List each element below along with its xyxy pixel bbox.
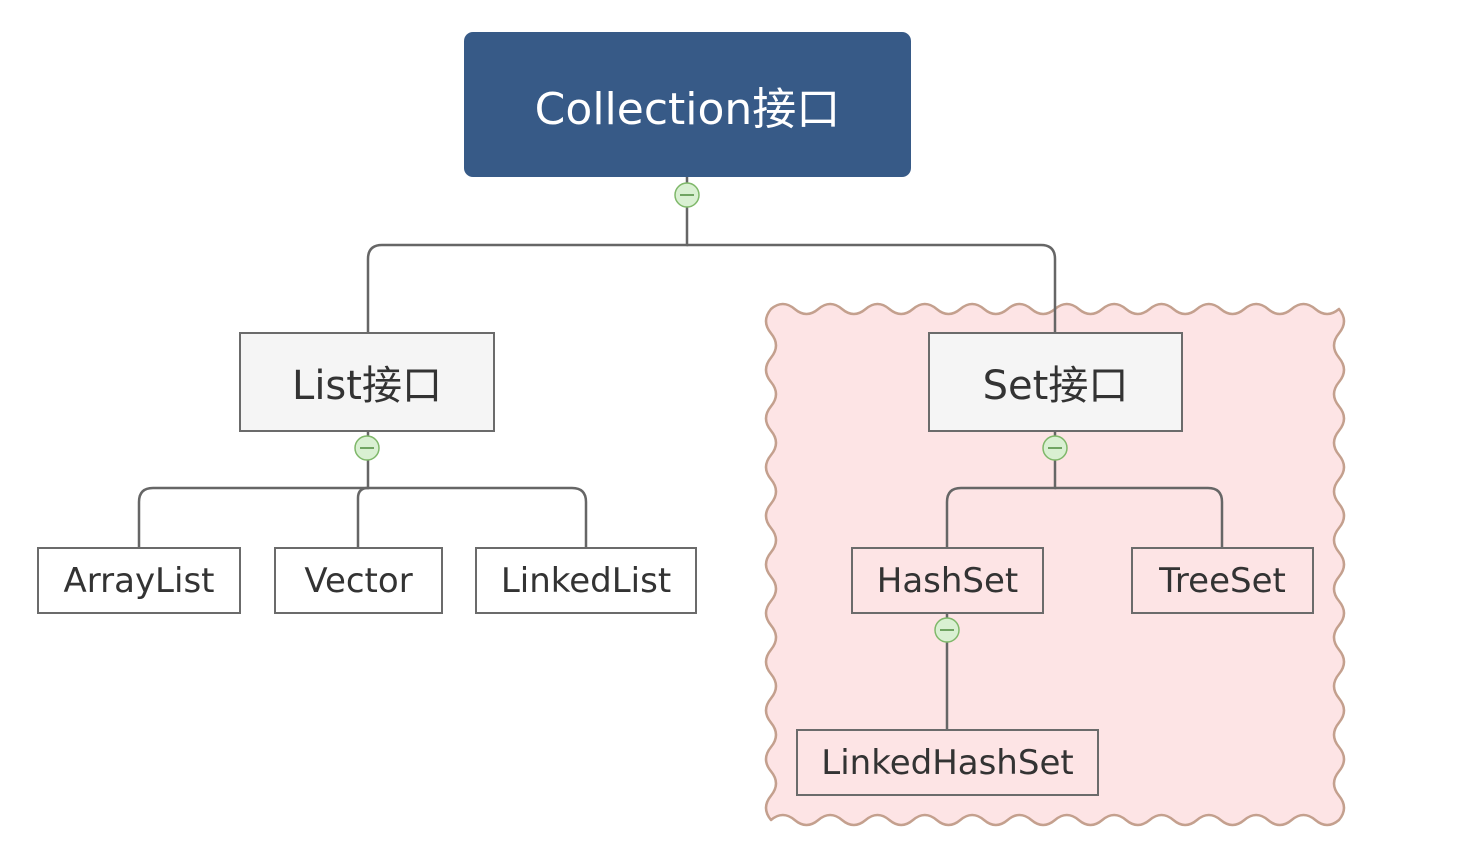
collapse-button-hashset[interactable] (934, 617, 960, 643)
connector-list-arraylist (137, 458, 370, 550)
set-highlight-boundary (764, 302, 1346, 827)
node-label: Set接口 (982, 363, 1129, 409)
root-node-collection[interactable]: Collection接口 (464, 32, 911, 177)
node-label: TreeSet (1159, 560, 1286, 601)
node-label: HashSet (876, 560, 1019, 601)
connector-list-vector (356, 486, 370, 550)
connector-root-list (366, 206, 689, 335)
node-hashset[interactable]: HashSet (851, 547, 1044, 614)
node-linkedlist[interactable]: LinkedList (475, 547, 697, 614)
node-vector[interactable]: Vector (274, 547, 443, 614)
node-set-interface[interactable]: Set接口 (928, 332, 1183, 432)
connector-set-treeset (1053, 486, 1224, 550)
node-treeset[interactable]: TreeSet (1131, 547, 1314, 614)
collapse-button-list[interactable] (354, 435, 380, 461)
connector-list-linkedlist (366, 486, 588, 550)
root-node-label: Collection接口 (534, 83, 841, 135)
collapse-button-set[interactable] (1042, 435, 1068, 461)
connector-set-hashset (945, 458, 1057, 550)
node-label: LinkedList (500, 560, 672, 601)
node-linkedhashset[interactable]: LinkedHashSet (796, 729, 1099, 796)
node-list-interface[interactable]: List接口 (239, 332, 495, 432)
node-label: List接口 (292, 363, 442, 409)
node-arraylist[interactable]: ArrayList (37, 547, 241, 614)
node-label: LinkedHashSet (821, 742, 1074, 783)
node-label: ArrayList (63, 560, 215, 601)
node-label: Vector (304, 560, 413, 601)
collapse-button-root[interactable] (674, 182, 700, 208)
connector-root-set (685, 243, 1057, 335)
